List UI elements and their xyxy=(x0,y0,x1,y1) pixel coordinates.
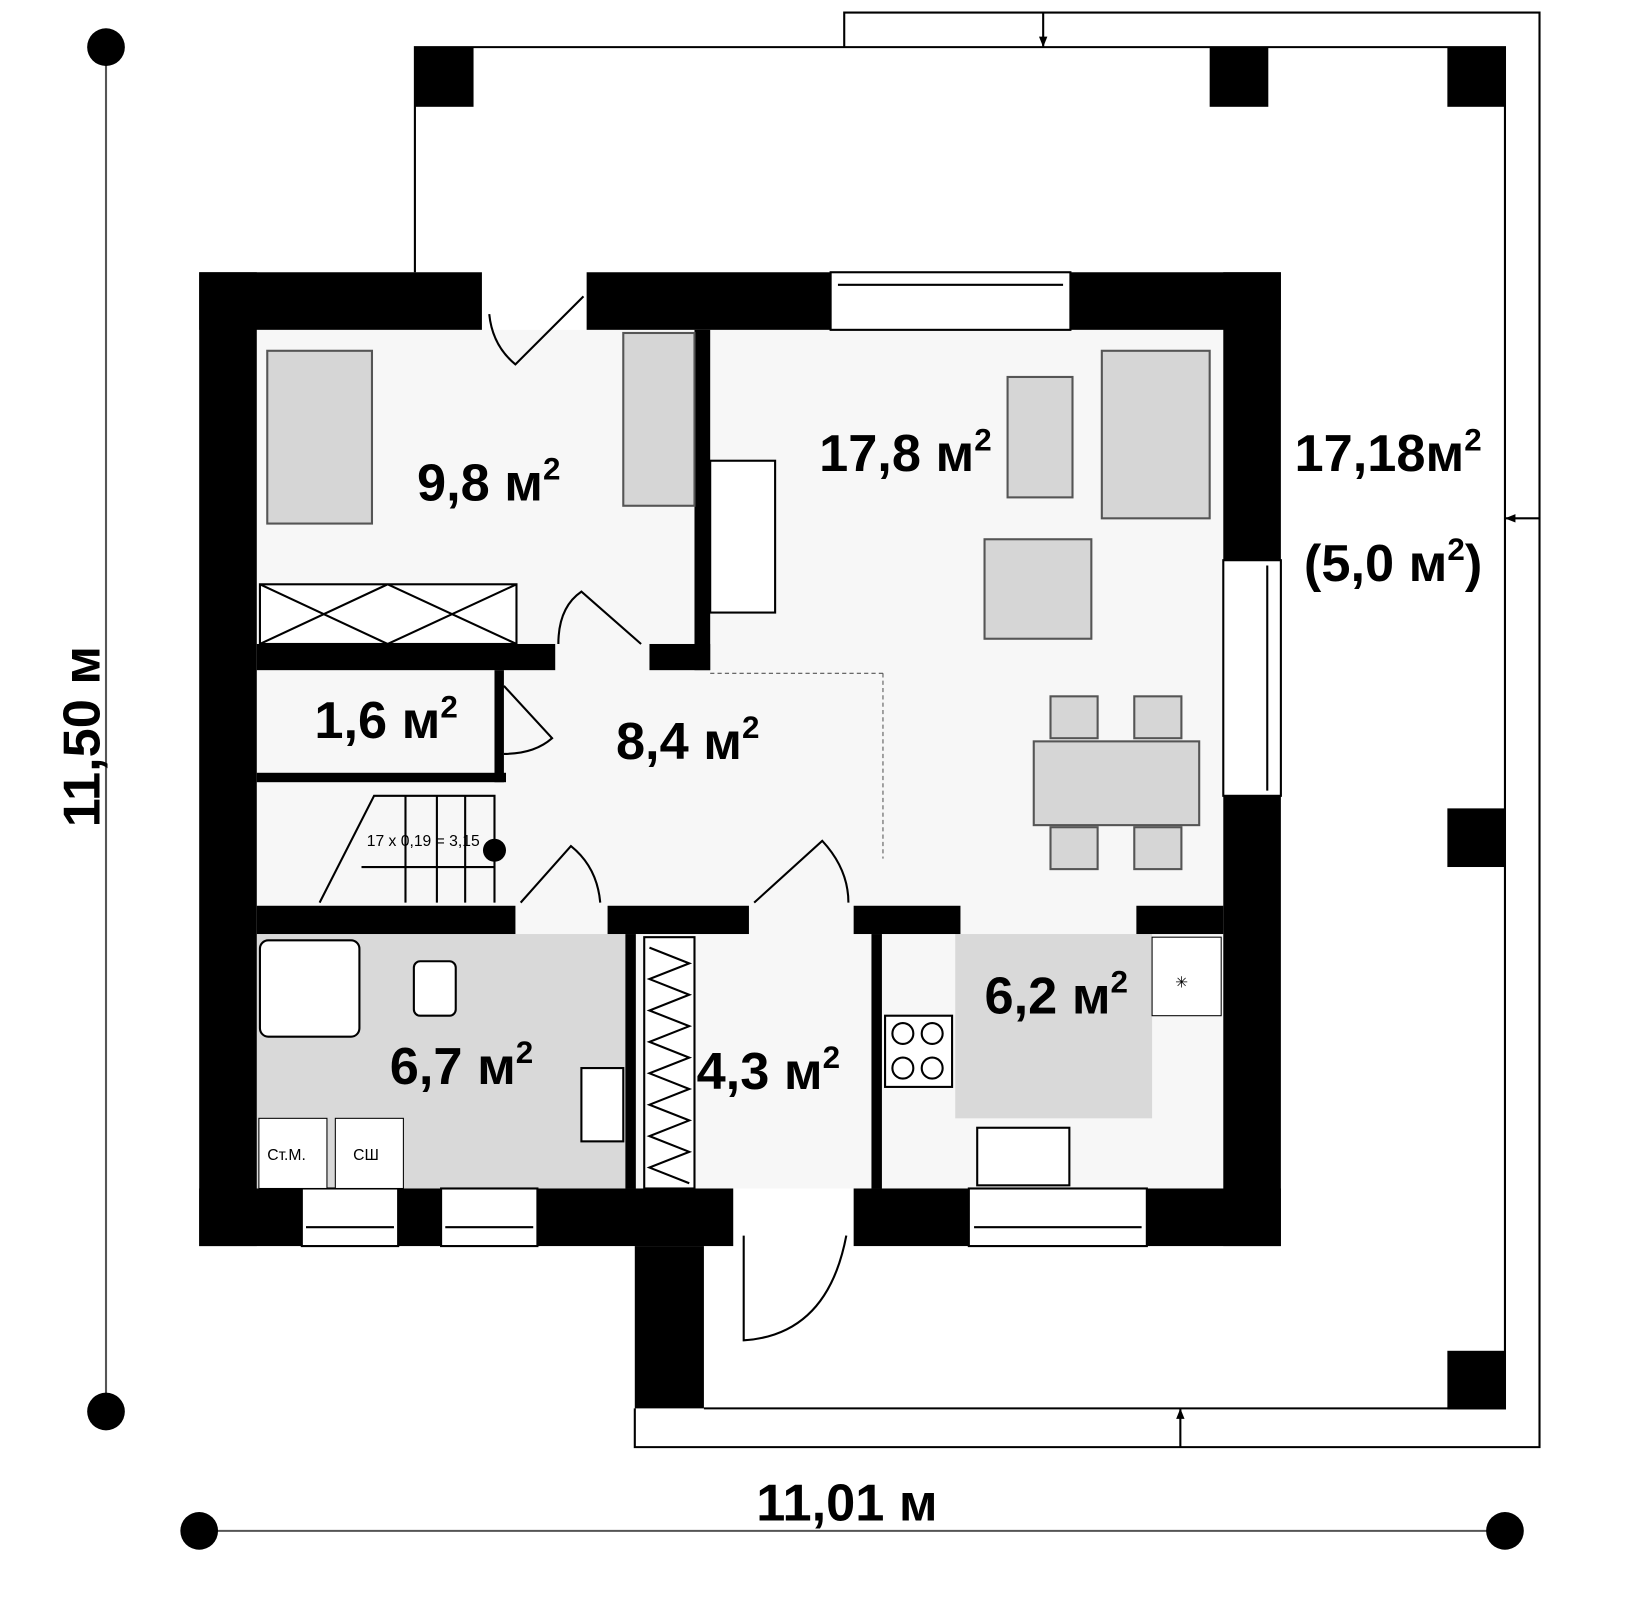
doors xyxy=(488,295,850,1342)
furniture: ✳ xyxy=(258,331,1222,1190)
svg-text:11,50 м: 11,50 м xyxy=(54,646,112,827)
room-area-bathroom: 6,7 м2 xyxy=(390,1035,533,1096)
room-area-study: 9,8 м2 xyxy=(417,452,561,513)
staircase: 17 x 0,19 = 3,15 xyxy=(318,794,507,904)
room-area-vestibule: 4,3 м2 xyxy=(697,1040,841,1101)
terrace-area: 17,18м2 xyxy=(1294,422,1481,483)
windows xyxy=(300,271,1282,1248)
stair-note: 17 x 0,19 = 3,15 xyxy=(367,833,480,850)
terrace-covered-area: (5,0 м2) xyxy=(1304,532,1482,593)
room-area-hall: 8,4 м2 xyxy=(616,710,760,771)
svg-text:✳: ✳ xyxy=(1175,974,1188,991)
terrace-columns xyxy=(414,47,1507,1410)
washer-label: Ст.М. xyxy=(267,1147,306,1164)
dryer-label: СШ xyxy=(353,1147,379,1164)
room-area-kitchen: 6,2 м2 xyxy=(985,965,1129,1026)
room-area-storage: 1,6 м2 xyxy=(314,689,458,750)
svg-text:11,01 м: 11,01 м xyxy=(756,1474,937,1532)
room-area-living: 17,8 м2 xyxy=(819,422,992,483)
height-dimension: 11,50 м xyxy=(54,28,125,1431)
kitchen-island xyxy=(955,934,1153,1119)
width-dimension: 11,01 м xyxy=(180,1474,1524,1550)
